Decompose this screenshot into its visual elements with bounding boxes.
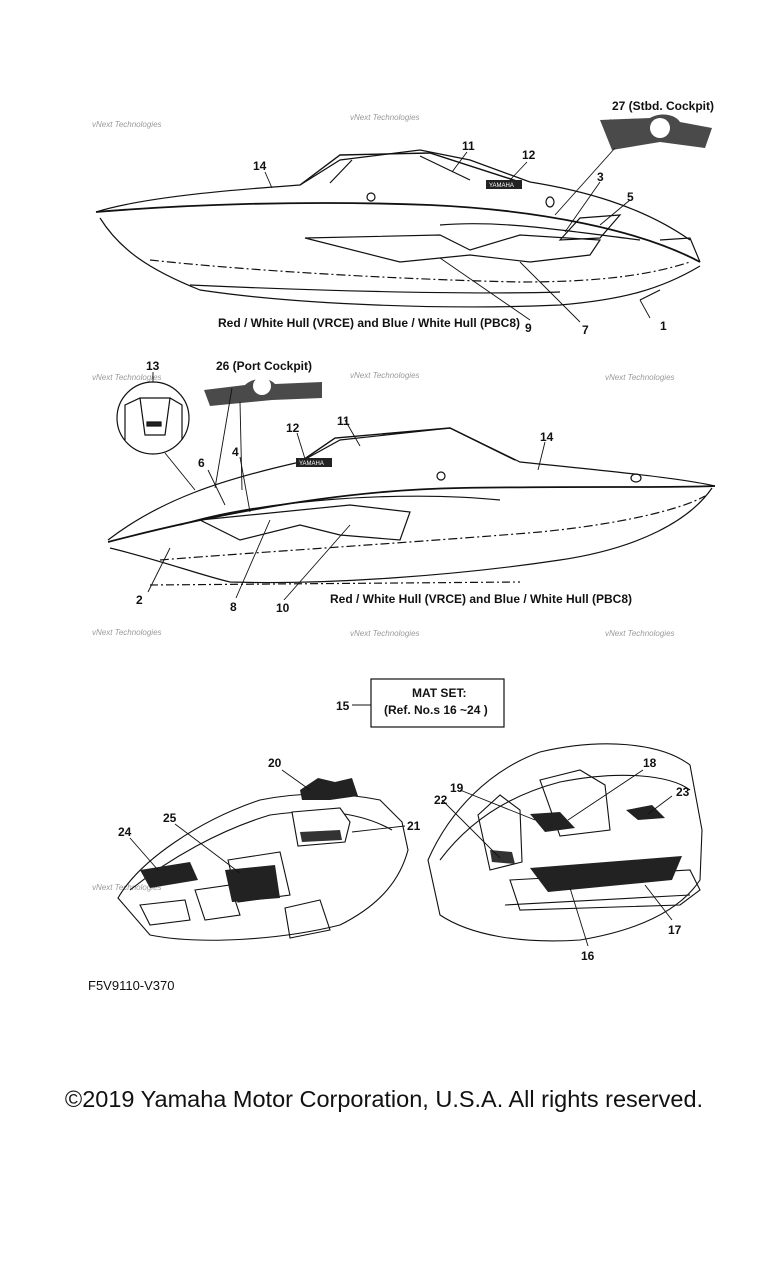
watermark-6: vNext Technologies (605, 373, 675, 382)
callout-17: 17 (668, 923, 682, 937)
callout-4: 4 (232, 445, 239, 459)
leader-lines-bottom (147, 372, 546, 601)
callout-26: 26 (Port Cockpit) (216, 359, 312, 373)
callout-23: 23 (676, 785, 690, 799)
detail-13-inset (116, 381, 190, 455)
callout-14-bottom: 14 (540, 430, 554, 444)
mat-24 (140, 862, 198, 888)
port-hull-illustration (107, 427, 716, 586)
callout-22: 22 (434, 793, 448, 807)
badge-text-top: YAMAHA (489, 183, 514, 189)
callout-19: 19 (450, 781, 464, 795)
watermark-9: vNext Technologies (605, 629, 675, 638)
callout-12-top: 12 (522, 148, 536, 162)
callout-21: 21 (407, 819, 421, 833)
callout-9: 9 (525, 321, 532, 335)
leader-lines-mats-right (441, 769, 673, 947)
leader-lines-mats-left (129, 769, 406, 874)
yamaha-badge-top: YAMAHA (486, 180, 522, 189)
watermark-4: vNext Technologies (92, 373, 162, 382)
badge-text-bottom: YAMAHA (299, 461, 324, 467)
hull-caption-bottom: Red / White Hull (VRCE) and Blue / White… (330, 592, 632, 606)
callout-15: 15 (336, 699, 350, 713)
stbd-cockpit-decal-hole (650, 118, 670, 138)
mat-set-ref: (Ref. No.s 16 ~24 ) (384, 703, 488, 717)
callout-1: 1 (660, 319, 667, 333)
callout-11-top: 11 (462, 139, 475, 153)
mat-25 (225, 865, 280, 902)
callout-13: 13 (146, 359, 160, 373)
callout-11-bottom: 11 (337, 414, 350, 428)
mat-20 (300, 778, 358, 800)
stern-mats-illustration (427, 743, 703, 942)
mat-set-box: MAT SET: (Ref. No.s 16 ~24 ) (352, 678, 505, 728)
callout-7: 7 (582, 323, 589, 337)
watermark-7: vNext Technologies (92, 628, 162, 637)
callout-8: 8 (230, 600, 237, 614)
callout-18: 18 (643, 756, 657, 770)
yamaha-badge-bottom: YAMAHA (296, 458, 332, 467)
watermark-2: vNext Technologies (350, 113, 420, 122)
callout-16: 16 (581, 949, 595, 963)
mat-16 (530, 856, 682, 892)
mat-23 (626, 805, 665, 820)
callout-14-top: 14 (253, 159, 267, 173)
watermark-1: vNext Technologies (92, 120, 162, 129)
watermark-10: vNext Technologies (92, 883, 162, 892)
callout-10: 10 (276, 601, 290, 615)
callout-12-bottom: 12 (286, 421, 300, 435)
hull-caption-top: Red / White Hull (VRCE) and Blue / White… (218, 316, 520, 330)
callout-3: 3 (597, 170, 604, 184)
callout-2: 2 (136, 593, 143, 607)
callout-20: 20 (268, 756, 282, 770)
callout-25: 25 (163, 811, 177, 825)
mat-set-title: MAT SET: (412, 686, 466, 700)
leader-lines-top (264, 147, 651, 323)
copyright-notice: ©2019 Yamaha Motor Corporation, U.S.A. A… (64, 1086, 704, 1112)
mat-21 (300, 830, 342, 842)
mat-22 (490, 850, 515, 864)
watermark-8: vNext Technologies (350, 629, 420, 638)
callout-24: 24 (118, 825, 132, 839)
watermarks: vNext Technologies vNext Technologies vN… (92, 113, 675, 892)
mat-18 (530, 812, 575, 832)
starboard-hull-illustration (95, 149, 701, 308)
callout-6: 6 (198, 456, 205, 470)
watermark-5: vNext Technologies (350, 371, 420, 380)
drawing-code: F5V9110-V370 (88, 978, 175, 993)
callout-5: 5 (627, 190, 634, 204)
port-cockpit-decal-hole (253, 377, 271, 395)
callout-27: 27 (Stbd. Cockpit) (612, 99, 714, 113)
